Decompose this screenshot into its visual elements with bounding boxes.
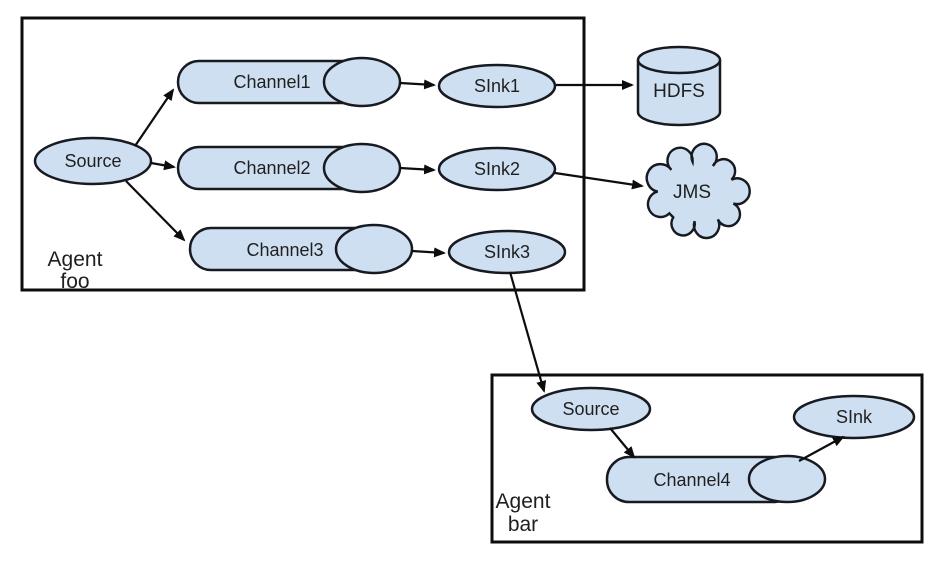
bar-sink-label: SInk bbox=[836, 407, 873, 427]
hdfs-cylinder-body bbox=[636, 60, 722, 127]
arrow-source-to-channel3 bbox=[125, 180, 186, 242]
agent-bar-label-line2: bar bbox=[508, 513, 538, 536]
jms-label: JMS bbox=[673, 182, 711, 203]
arrow-sink3-to-bar-source bbox=[508, 271, 547, 393]
channel4-buffer-ellipse bbox=[747, 454, 827, 504]
arrow-sink2-to-jms bbox=[554, 171, 644, 190]
channel3-buffer-ellipse bbox=[334, 223, 414, 275]
arrow-bar-source-to-channel4 bbox=[609, 427, 636, 459]
arrow-source-to-channel1 bbox=[134, 88, 175, 147]
agent-bar-sink-node: SInk bbox=[792, 394, 916, 440]
agent-bar-source-node: Source bbox=[530, 386, 652, 432]
arrow-channel1-to-sink1 bbox=[399, 79, 436, 90]
arrow-source-to-channel2 bbox=[150, 160, 176, 171]
agent-foo-label-line1: Agent bbox=[48, 248, 103, 271]
channel3-label: Channel3 bbox=[246, 240, 323, 260]
hdfs-node: HDFS bbox=[636, 45, 722, 127]
arrow-channel3-to-sink3 bbox=[411, 247, 446, 258]
source-label: Source bbox=[64, 151, 121, 171]
channel2-node: Channel2 bbox=[176, 142, 402, 194]
sink1-label: SInk1 bbox=[474, 76, 520, 96]
channel2-buffer-ellipse bbox=[322, 142, 402, 194]
agent-foo-box bbox=[20, 16, 586, 292]
sink3-label: SInk3 bbox=[484, 242, 530, 262]
arrow-channel2-to-sink2 bbox=[399, 164, 436, 175]
sink2-ellipse bbox=[437, 146, 557, 192]
sink3-ellipse bbox=[447, 229, 567, 275]
channel4-node: Channel4 bbox=[605, 454, 827, 504]
agent-bar-box bbox=[490, 373, 924, 544]
channel3-node: Channel3 bbox=[188, 223, 414, 275]
channel2-label: Channel2 bbox=[233, 158, 310, 178]
sink2-node: SInk2 bbox=[437, 146, 557, 192]
hdfs-label: HDFS bbox=[653, 81, 705, 102]
sink2-label: SInk2 bbox=[474, 159, 520, 179]
agent-foo-source-node: Source bbox=[33, 136, 153, 186]
channel1-label: Channel1 bbox=[233, 72, 310, 92]
hdfs-cylinder-top bbox=[636, 45, 722, 75]
source-ellipse bbox=[33, 136, 153, 186]
agent-bar-label-line1: Agent bbox=[496, 490, 551, 513]
sink1-ellipse bbox=[437, 63, 557, 109]
arrow-channel4-to-bar-sink bbox=[798, 436, 845, 462]
bar-source-label: Source bbox=[562, 399, 619, 419]
jms-node: JMS bbox=[645, 142, 751, 240]
jms-cloud-shape bbox=[645, 142, 751, 240]
agent-foo-label-line2: foo bbox=[60, 270, 89, 293]
channel1-buffer-ellipse bbox=[322, 56, 402, 108]
sink1-node: SInk1 bbox=[437, 63, 557, 109]
channel4-label: Channel4 bbox=[653, 470, 730, 490]
bar-source-ellipse bbox=[530, 386, 652, 432]
channel1-node: Channel1 bbox=[176, 56, 402, 108]
sink3-node: SInk3 bbox=[447, 229, 567, 275]
bar-sink-ellipse bbox=[792, 394, 916, 440]
